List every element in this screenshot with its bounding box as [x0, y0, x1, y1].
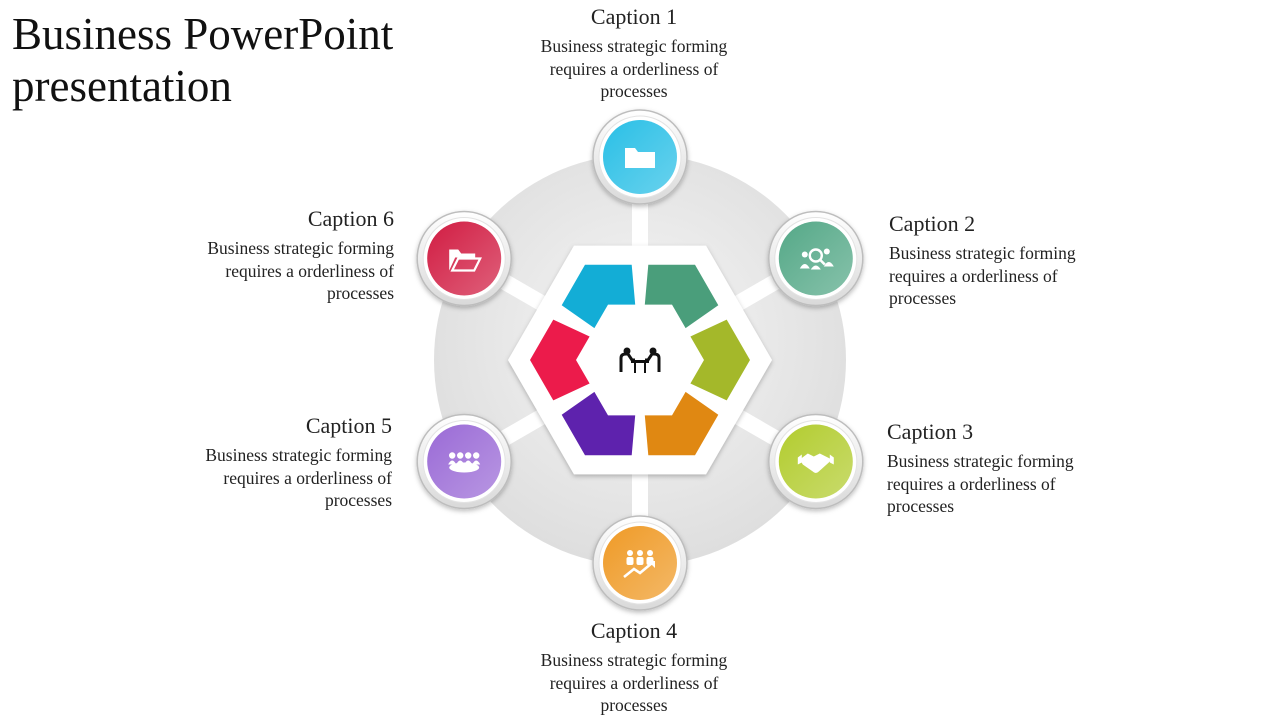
open-folder-icon [449, 249, 482, 272]
caption-5-title: Caption 5 [305, 413, 392, 438]
segment-top-right [644, 264, 719, 329]
segment-right [690, 319, 750, 401]
caption-node-1 [592, 109, 688, 205]
caption-3-title: Caption 3 [887, 419, 974, 444]
caption-6-title: Caption 6 [307, 206, 394, 231]
caption-node-2 [768, 210, 864, 307]
caption-4-text: Business strategic forming requires a or… [540, 650, 728, 715]
caption-1-text: Business strategic forming requires a or… [540, 36, 728, 101]
growth-team-icon [623, 550, 655, 579]
caption-2-text: Business strategic forming requires a or… [889, 243, 1076, 308]
handshake-icon [797, 453, 834, 473]
caption-node-6 [416, 210, 512, 307]
segment-bottom-right [644, 391, 719, 456]
segment-bottom-left [561, 391, 636, 456]
slide-title: Business PowerPoint presentation [12, 9, 394, 111]
meeting-icon [448, 452, 481, 473]
caption-4-title: Caption 4 [590, 618, 678, 643]
caption-3: Caption 3 Business strategic forming req… [887, 418, 1107, 518]
caption-1: Caption 1 Business strategic forming req… [514, 3, 754, 103]
segment-left [530, 319, 590, 401]
caption-node-4 [592, 515, 688, 611]
caption-node-5 [416, 413, 512, 510]
caption-2-title: Caption 2 [889, 211, 976, 236]
caption-3-text: Business strategic forming requires a or… [887, 451, 1074, 516]
caption-6: Caption 6 Business strategic forming req… [174, 205, 394, 305]
caption-6-text: Business strategic forming requires a or… [207, 238, 394, 303]
caption-5-text: Business strategic forming requires a or… [205, 445, 392, 510]
folder-icon [625, 148, 655, 168]
caption-1-title: Caption 1 [590, 4, 678, 29]
caption-2: Caption 2 Business strategic forming req… [889, 210, 1109, 310]
segment-top-left [561, 264, 636, 329]
team-search-icon [799, 248, 834, 270]
caption-4: Caption 4 Business strategic forming req… [514, 617, 754, 717]
caption-5: Caption 5 Business strategic forming req… [172, 412, 392, 512]
caption-node-3 [768, 413, 864, 510]
business-meeting-icon [619, 347, 661, 373]
